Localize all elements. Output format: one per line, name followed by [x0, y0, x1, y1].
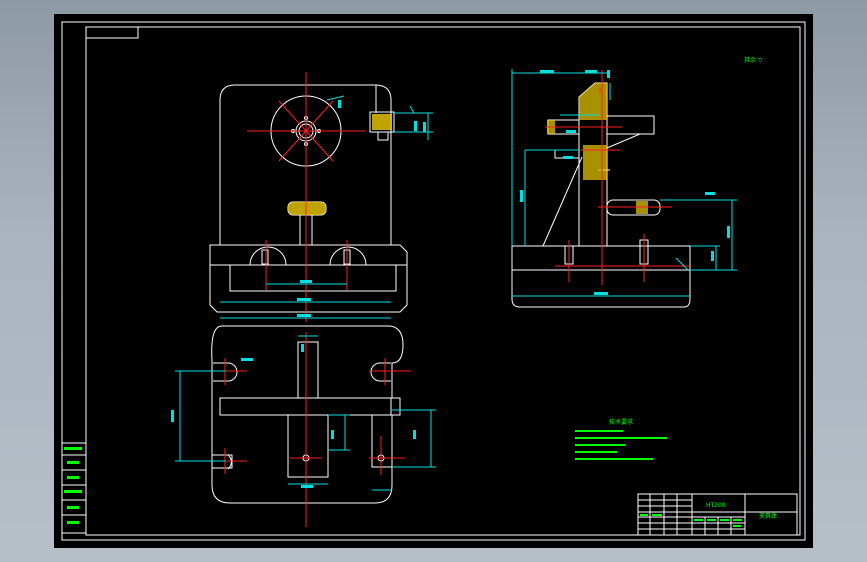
outer-border — [61, 21, 806, 541]
title-block: HT200 夹具体 — [637, 493, 798, 536]
technical-notes: 技术要求 — [575, 418, 667, 460]
drawing-background — [54, 14, 813, 548]
drawing-number: HT200 — [706, 502, 726, 509]
dimension-values — [171, 70, 730, 488]
side-view — [511, 69, 737, 308]
notes-heading: 技术要求 — [609, 418, 633, 426]
corner-label-box — [85, 26, 139, 39]
hatched-section — [288, 114, 392, 215]
roughness-symbol: 其余 ▽ — [744, 56, 763, 64]
part-name: 夹具体 — [759, 512, 777, 520]
revision-boxes — [61, 442, 87, 534]
revision-box-text — [64, 447, 82, 524]
inner-frame — [85, 26, 801, 536]
top-view — [175, 317, 436, 527]
